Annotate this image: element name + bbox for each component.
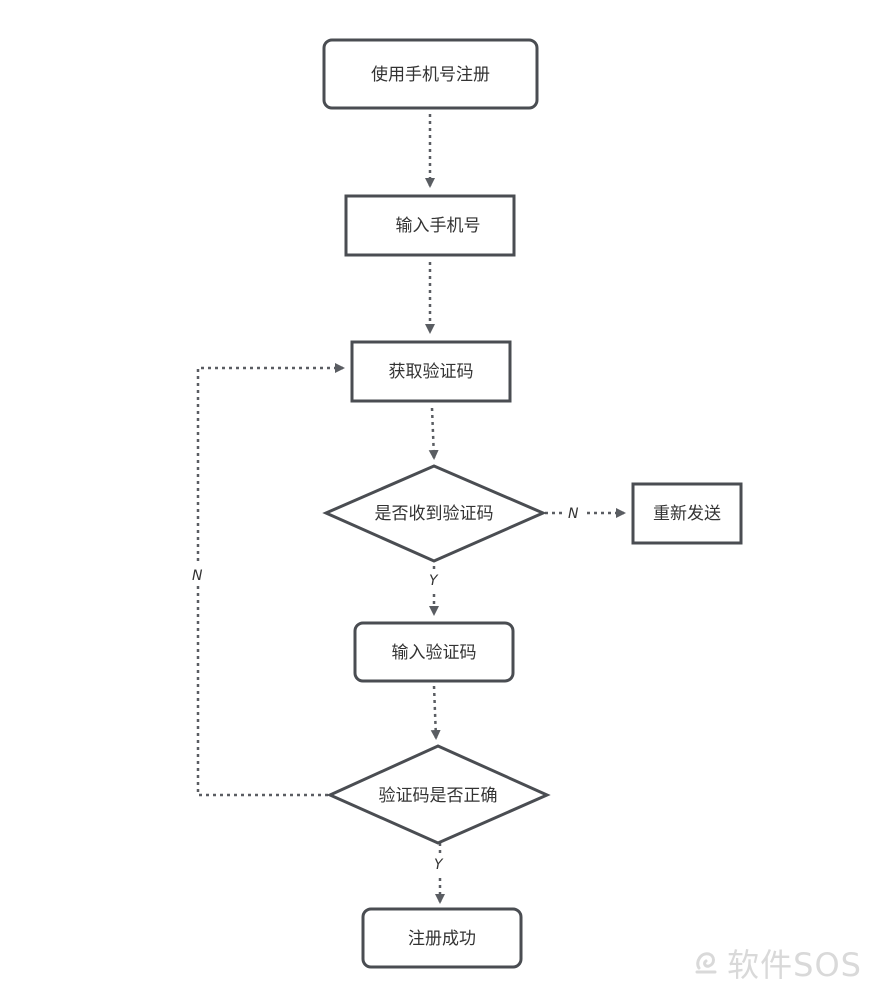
edge-labels: N Y N Y [188,503,586,874]
node-resend: 重新发送 [631,482,743,545]
label-received-yes: Y [429,573,439,589]
node-received-decision-label: 是否收到验证码 [375,504,494,524]
swirl-logo-icon [693,946,721,984]
node-correct-decision-label: 验证码是否正确 [379,786,498,806]
label-received-no: N [568,506,579,522]
node-input-phone-label: 输入手机号 [396,216,481,236]
node-received-decision: 是否收到验证码 [322,464,547,563]
node-success-label: 注册成功 [408,929,476,949]
node-start-label: 使用手机号注册 [371,64,490,85]
edge-correct-to-get-code-loop [196,363,345,797]
node-get-code: 获取验证码 [350,340,512,403]
watermark-text: 软件SOS [727,946,862,984]
node-resend-label: 重新发送 [653,504,721,524]
node-success: 注册成功 [361,907,523,969]
edge-get-code-to-received [428,407,439,460]
node-input-code-label: 输入验证码 [392,643,477,663]
node-input-phone: 输入手机号 [344,194,516,257]
watermark: 软件SOS [693,940,862,986]
node-input-code: 输入验证码 [353,621,515,683]
node-get-code-label: 获取验证码 [389,362,474,382]
node-start: 使用手机号注册 [322,38,539,110]
label-correct-yes: Y [434,857,444,873]
edge-input-code-to-correct [430,685,441,740]
node-correct-decision: 验证码是否正确 [326,744,551,845]
label-correct-no: N [192,568,203,584]
